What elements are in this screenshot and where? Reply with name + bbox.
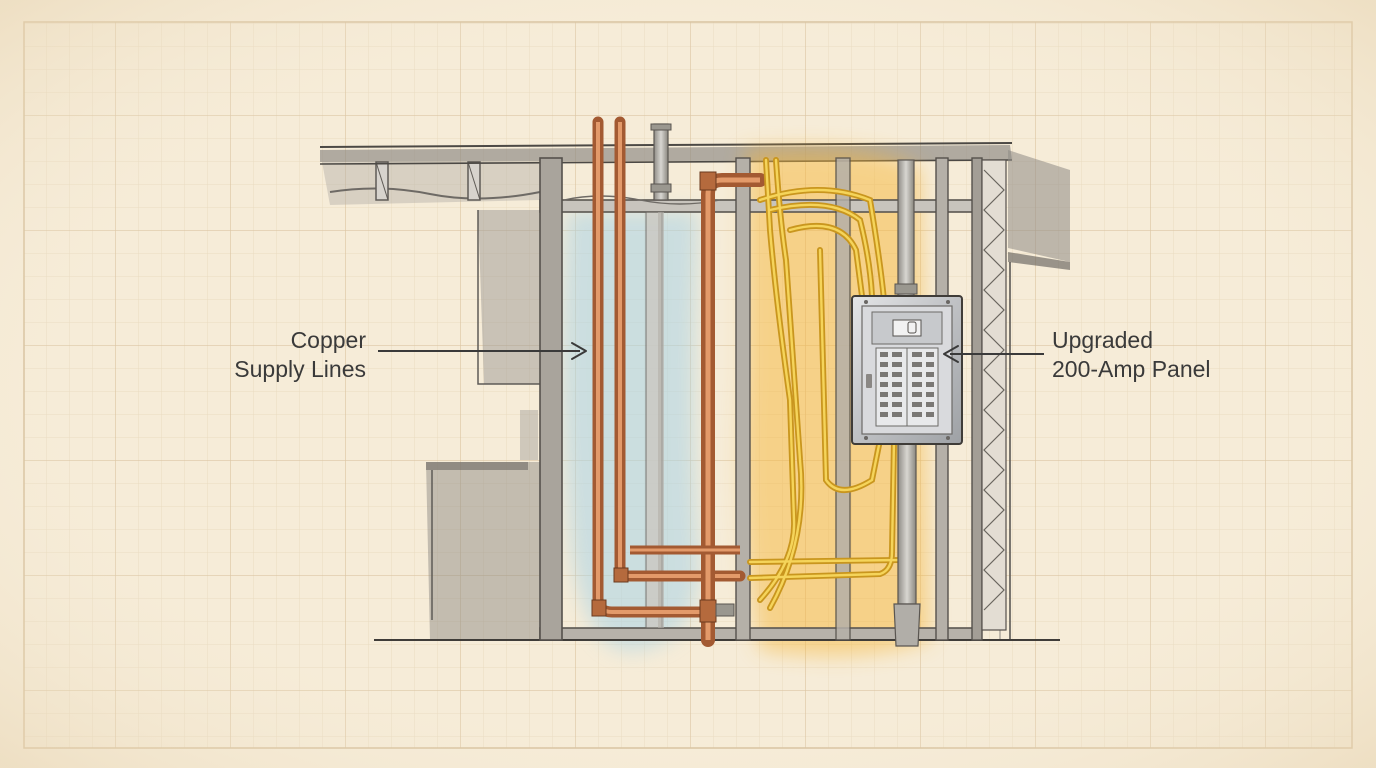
copper-supply-lines — [591, 116, 767, 647]
stud-left — [539, 157, 563, 641]
callout-panel-line1: Upgraded — [1052, 327, 1154, 353]
electrical-panel — [851, 295, 963, 445]
callout-arrow-panel — [943, 345, 1044, 363]
stud — [735, 157, 751, 641]
callout-upgraded-panel: Upgraded 200-Amp Panel — [1052, 326, 1292, 384]
water-wash — [561, 210, 700, 651]
callout-copper-supply-lines: Copper Supply Lines — [186, 326, 366, 384]
stud-right — [971, 157, 983, 641]
callout-copper-line2: Supply Lines — [234, 356, 366, 382]
electrical-cables — [747, 157, 911, 611]
service-conduit — [893, 159, 921, 647]
callout-panel-line2: 200-Amp Panel — [1052, 356, 1211, 382]
vent-stack — [650, 123, 672, 628]
stud — [835, 157, 851, 641]
callout-copper-line1: Copper — [290, 327, 366, 353]
left-wall — [426, 210, 540, 640]
callout-arrow-copper — [378, 342, 587, 360]
